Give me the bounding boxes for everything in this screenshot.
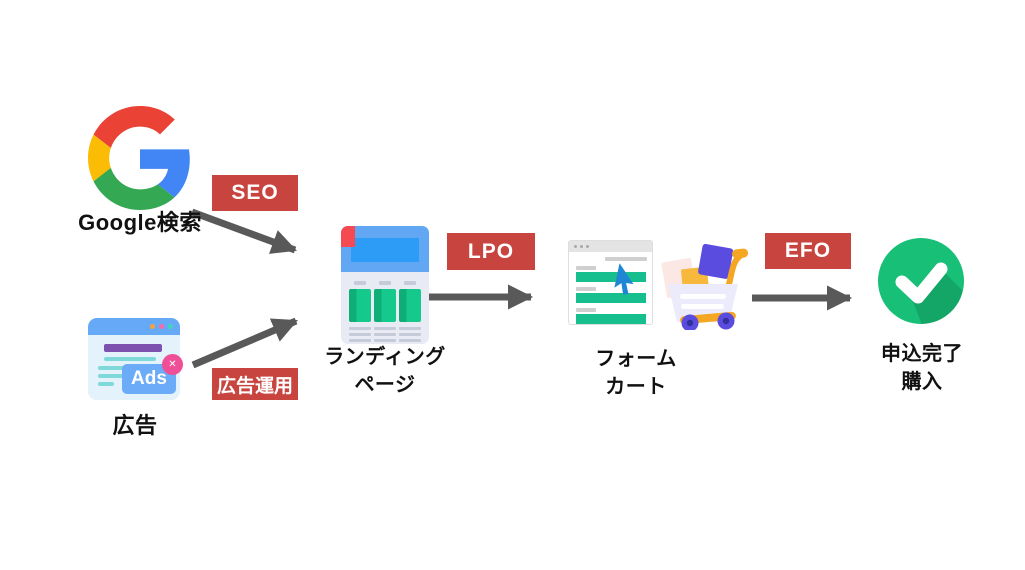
landing-label-line2: ページ [354,374,416,396]
form-field-label [576,287,596,291]
landing-dash [379,281,391,285]
cursor-icon [610,263,642,300]
ad-operation-badge: 広告運用 [212,368,298,400]
form-input-field [576,293,646,303]
ads-window-titlebar [88,318,180,335]
completion-label-line1: 申込完了 [881,343,963,365]
completion-node-label: 申込完了 購入 [852,340,992,396]
ads-text-line [104,357,156,361]
titlebar-dot-icon [580,245,583,248]
landing-label-line1: ランディング [324,346,446,368]
landing-content-block [399,289,421,322]
titlebar-dot-icon [574,245,577,248]
seo-badge: SEO [212,175,298,211]
shopping-cart-icon [661,243,748,330]
checkmark-icon [878,238,964,324]
landing-text-line [374,339,396,342]
ads-headline-bar [104,344,162,352]
ads-node-label: 広告 [112,413,158,438]
efo-badge: EFO [765,233,851,269]
landing-text-line [399,327,421,330]
landing-text-line [349,333,371,336]
form-input-field [576,272,646,282]
landing-node-label: ランディング ページ [315,343,455,399]
form-window-titlebar [569,241,652,252]
ads-window-icon: Ads ✕ [88,318,183,400]
form-cart-label-line1: フォーム [595,348,677,370]
landing-text-line [399,339,421,342]
landing-hero-banner [351,238,419,262]
form-input-field [576,314,646,324]
completion-label-line2: 購入 [901,371,943,393]
lpo-badge: LPO [447,233,535,270]
landing-corner-tab [341,226,355,247]
landing-text-line [349,327,371,330]
arrow-ads-to-landing [191,317,298,369]
form-field-label [576,308,596,312]
google-logo-icon [88,106,190,210]
google-node-label: Google検索 [78,210,202,235]
ads-text-line [98,374,134,378]
landing-dash [354,281,366,285]
landing-page-icon [341,226,429,344]
titlebar-dot-orange-icon [150,324,155,329]
titlebar-dot-icon [586,245,589,248]
form-title-line [605,257,647,261]
titlebar-dot-pink-icon [159,324,164,329]
landing-text-line [349,339,371,342]
landing-text-line [374,327,396,330]
landing-content-block [349,289,371,322]
landing-content-block [374,289,396,322]
landing-text-line [374,333,396,336]
titlebar-dot-teal-icon [168,324,173,329]
form-window-icon [568,240,653,325]
landing-text-line [399,333,421,336]
ads-close-icon: ✕ [162,354,183,375]
form-cart-label-line2: カート [605,376,667,398]
ads-text-line [98,382,114,386]
landing-dash [404,281,416,285]
form-cart-node-label: フォーム カート [566,345,706,401]
ads-text-line [98,366,142,370]
form-field-label [576,266,596,270]
